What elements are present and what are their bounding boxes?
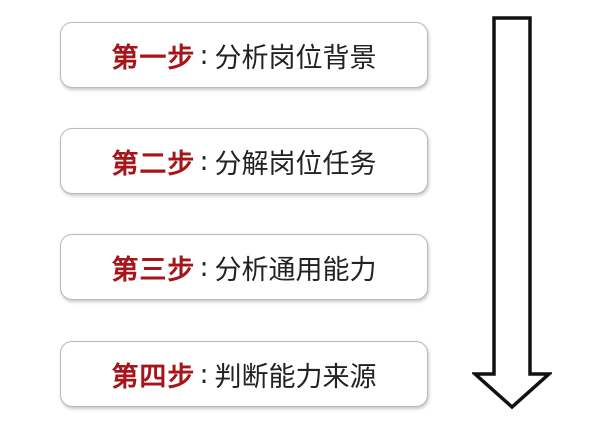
step-separator: : [199,145,209,177]
step-separator: : [199,251,209,283]
step-box-4: 第四步 : 判断能力来源 [60,341,428,407]
step-box-3: 第三步 : 分析通用能力 [60,234,428,300]
step-label: 第一步 [111,42,196,74]
step-separator: : [199,358,209,390]
step-text: 分析通用能力 [214,254,377,286]
step-label: 第三步 [111,254,196,286]
step-box-1: 第一步 : 分析岗位背景 [60,22,428,88]
step-text: 分解岗位任务 [214,148,377,180]
step-separator: : [199,39,209,71]
step-text: 分析岗位背景 [214,42,377,74]
step-box-2: 第二步 : 分解岗位任务 [60,128,428,194]
step-text: 判断能力来源 [214,361,377,393]
step-label: 第四步 [111,361,196,393]
step-label: 第二步 [111,148,196,180]
down-arrow-icon [472,16,552,410]
